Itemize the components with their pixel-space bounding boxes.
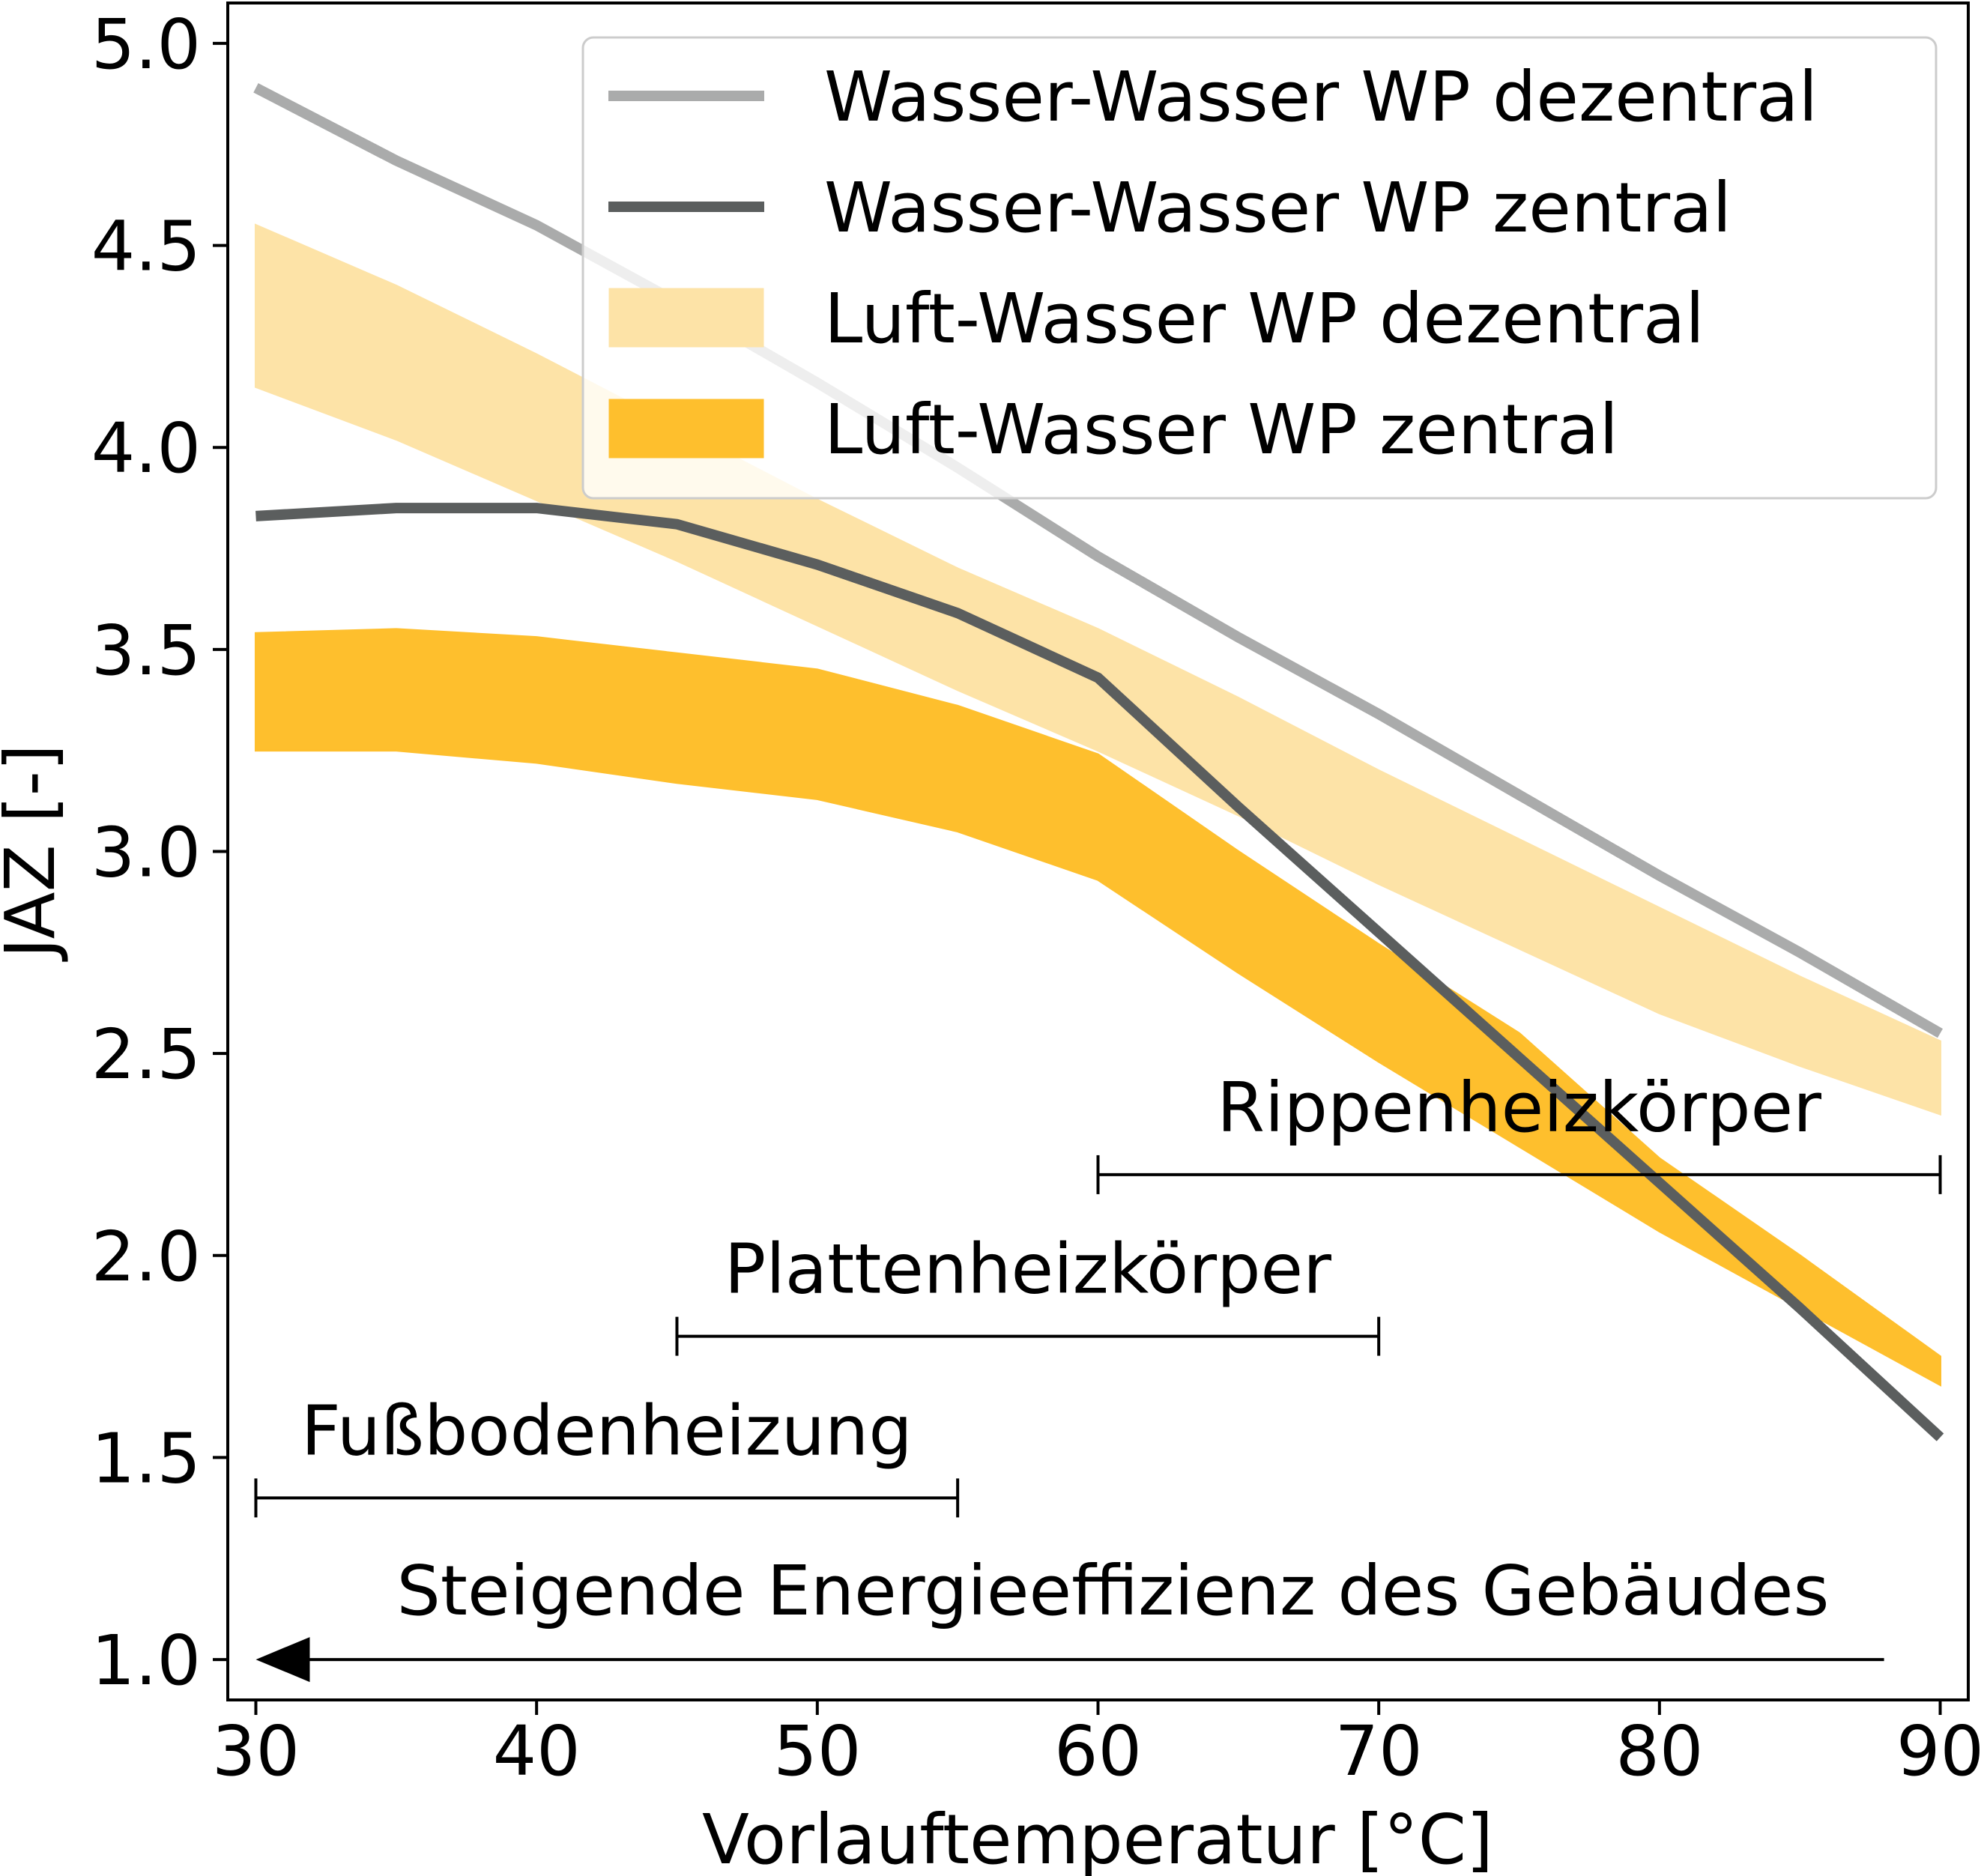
y-tick-label: 5.0 bbox=[91, 4, 201, 85]
legend-items: Wasser-Wasser WP dezentralWasser-Wasser … bbox=[608, 57, 1818, 470]
legend-item-luft-wasser-wp-zentral: Luft-Wasser WP zentral bbox=[608, 390, 1618, 470]
range-plattenheizkorper: Plattenheizkörper bbox=[675, 1229, 1381, 1356]
y-axis: 1.0 1.5 2.0 2.5 3.0 3.5 4.0 4.5 5.0 bbox=[91, 4, 228, 1701]
lines-layer bbox=[253, 83, 1944, 1441]
x-tick-label: 70 bbox=[1335, 1711, 1423, 1791]
series-line-wasser-wasser-wp-dezentral bbox=[253, 83, 1944, 1038]
arrow-label: Steigende Energieeffizienz des Gebäudes bbox=[397, 1551, 1830, 1631]
legend-item-wasser-wasser-wp-zentral: Wasser-Wasser WP zentral bbox=[608, 168, 1732, 248]
y-tick-label: 2.5 bbox=[91, 1014, 201, 1095]
y-tick-label: 4.0 bbox=[91, 408, 201, 488]
legend-item-luft-wasser-wp-dezentral: Luft-Wasser WP dezentral bbox=[608, 279, 1705, 359]
y-tick-label: 1.5 bbox=[91, 1418, 201, 1498]
range-label: Rippenheizkörper bbox=[1217, 1068, 1821, 1148]
efficiency-arrow: Steigende Energieeffizienz des Gebäudes bbox=[255, 1551, 1884, 1683]
x-axis-title: Vorlauftemperatur [°C] bbox=[702, 1800, 1493, 1876]
legend-swatch-band bbox=[608, 288, 764, 348]
x-axis: 30 40 50 60 70 80 90 bbox=[212, 1700, 1984, 1791]
x-tick-label: 50 bbox=[773, 1711, 861, 1791]
range-rippenheizkorper: Rippenheizkörper bbox=[1096, 1068, 1942, 1194]
legend-label: Wasser-Wasser WP dezentral bbox=[824, 57, 1818, 137]
legend-item-wasser-wasser-wp-dezentral: Wasser-Wasser WP dezentral bbox=[608, 57, 1818, 137]
legend-swatch-band bbox=[608, 399, 764, 459]
y-tick-label: 3.0 bbox=[91, 813, 201, 893]
legend-frame bbox=[581, 36, 1938, 500]
legend-label: Wasser-Wasser WP zentral bbox=[824, 168, 1732, 248]
range-label: Plattenheizkörper bbox=[725, 1229, 1331, 1310]
legend: Wasser-Wasser WP dezentralWasser-Wasser … bbox=[581, 36, 1938, 500]
x-tick-label: 80 bbox=[1615, 1711, 1703, 1791]
x-tick-label: 60 bbox=[1054, 1711, 1142, 1791]
x-tick-label: 90 bbox=[1896, 1711, 1984, 1791]
y-tick-label: 3.5 bbox=[91, 611, 201, 691]
x-tick-label: 40 bbox=[493, 1711, 581, 1791]
legend-label: Luft-Wasser WP zentral bbox=[824, 390, 1618, 470]
y-tick-label: 4.5 bbox=[91, 207, 201, 287]
series-line-wasser-wasser-wp-zentral bbox=[255, 503, 1944, 1441]
legend-label: Luft-Wasser WP dezentral bbox=[824, 279, 1705, 359]
y-tick-label: 1.0 bbox=[91, 1621, 201, 1701]
x-tick-label: 30 bbox=[212, 1711, 300, 1791]
band-luft-wasser-wp-zentral bbox=[254, 628, 1942, 1387]
arrow-head bbox=[255, 1637, 310, 1683]
y-axis-title: JAZ [-] bbox=[0, 744, 70, 962]
range-fussbodenheizung: Fußbodenheizung bbox=[254, 1391, 960, 1518]
annotation-layer: RippenheizkörperPlattenheizkörperFußbode… bbox=[254, 1068, 1942, 1683]
y-tick-label: 2.0 bbox=[91, 1217, 201, 1297]
range-label: Fußbodenheizung bbox=[301, 1391, 913, 1471]
